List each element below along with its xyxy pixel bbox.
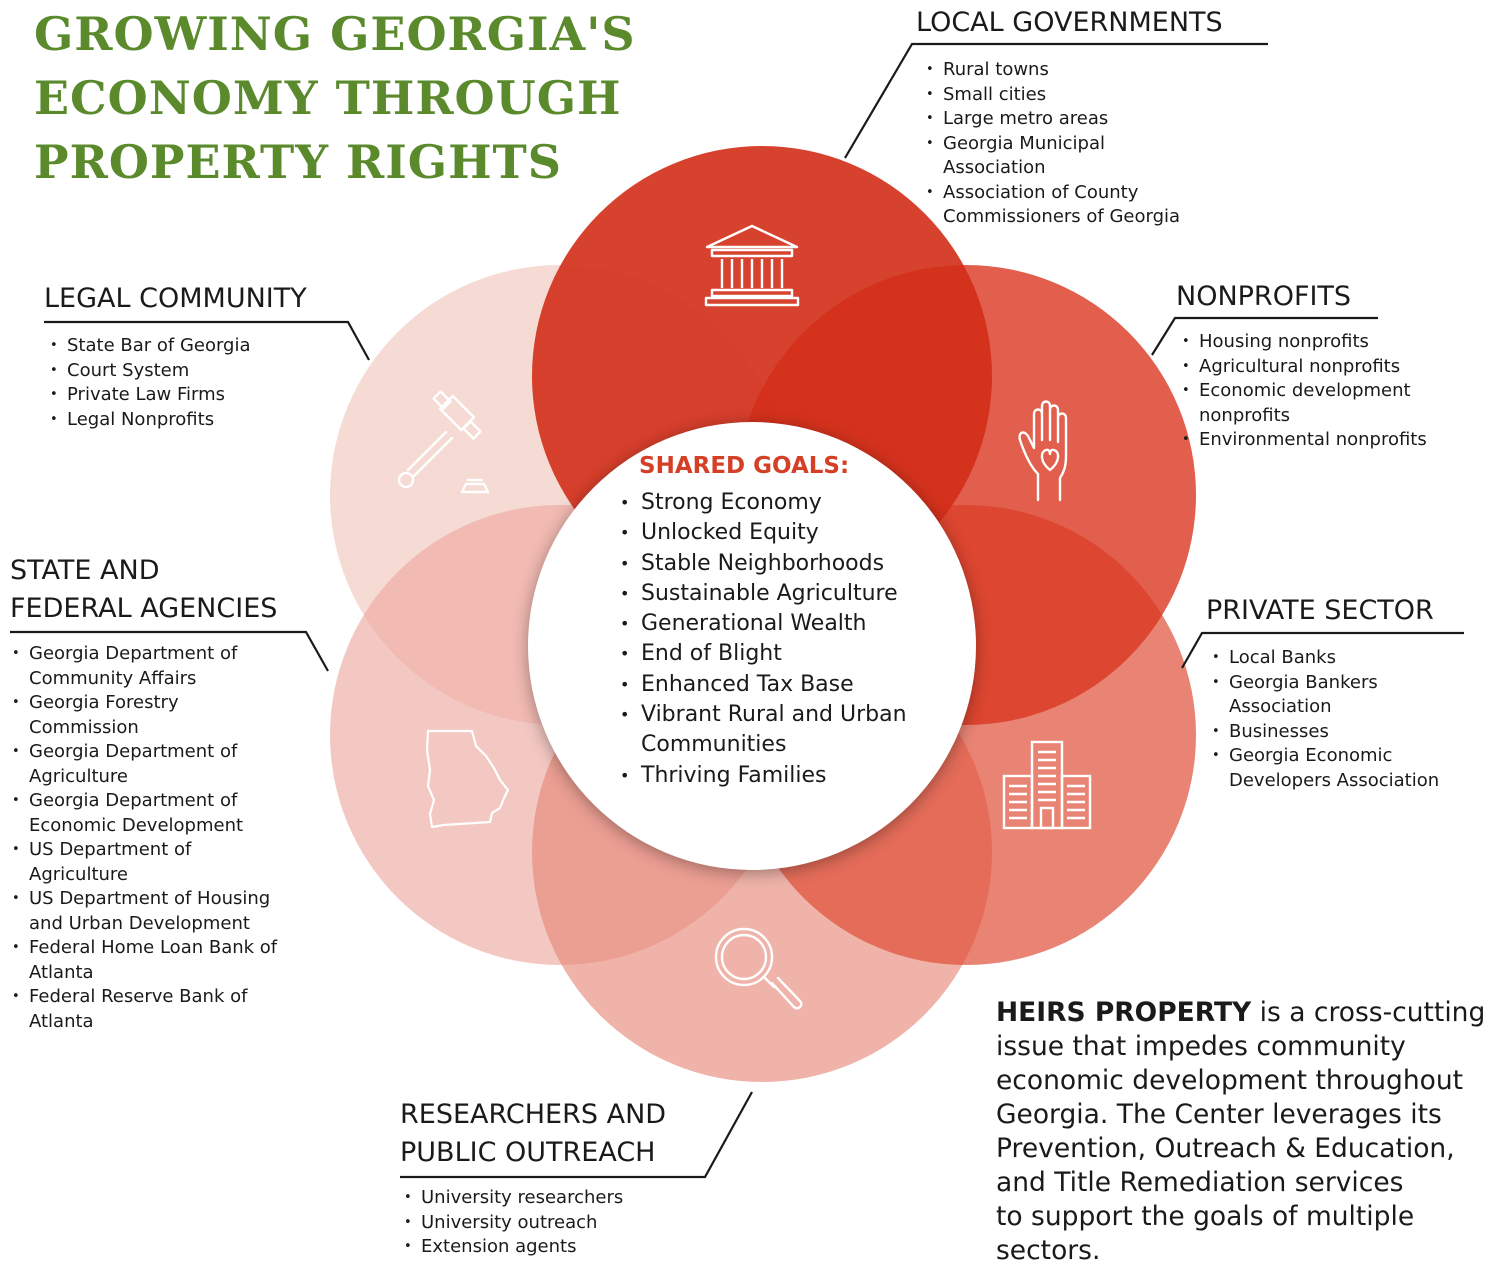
list-item: Local Banks [1208,646,1439,671]
page-title: GROWING GEORGIA'S ECONOMY THROUGH PROPER… [34,2,754,194]
goal-item: End of Blight [614,639,954,670]
shared-goals-title: SHARED GOALS: [639,453,850,479]
heirs-heading: HEIRS PROPERTY [996,997,1252,1028]
connector-nonprofits [1151,316,1378,356]
list-item: Georgia Municipal Association [922,132,1223,181]
title-line: GROWING GEORGIA'S [34,7,636,61]
goal-item: Enhanced Tax Base [614,670,954,701]
goal-item: Generational Wealth [614,609,954,640]
section-local-governments: LOCAL GOVERNMENTS Rural towns Small citi… [916,4,1223,230]
heirs-line: Prevention, Outreach & Education, [996,1133,1455,1164]
heirs-line: sectors. [996,1235,1101,1266]
goal-item: Unlocked Equity [614,518,954,549]
section-private-sector: PRIVATE SECTOR Local Banks Georgia Banke… [1206,592,1439,793]
heirs-property-paragraph: HEIRS PROPERTY is a cross-cutting issue … [996,996,1496,1268]
section-title: NONPROFITS [1176,281,1352,312]
list-item: Housing nonprofits [1178,330,1427,355]
section-title: PRIVATE SECTOR [1206,595,1434,626]
shared-goals-circle: SHARED GOALS: Strong Economy Unlocked Eq… [528,422,976,870]
list-item: Agricultural nonprofits [1178,355,1427,380]
goal-item: Strong Economy [614,488,954,519]
list-item: US Department of Agriculture [8,838,277,887]
heirs-line: Georgia. The Center leverages its [996,1099,1442,1130]
section-legal: LEGAL COMMUNITY State Bar of Georgia Cou… [44,280,307,432]
list-item: Federal Reserve Bank of Atlanta [8,985,277,1034]
list-item: Georgia Bankers Association [1208,671,1439,720]
item-list: Georgia Department of Community Affairs … [8,642,277,1034]
section-state-federal: STATE AND FEDERAL AGENCIES Georgia Depar… [10,552,277,1034]
list-item: Legal Nonprofits [46,408,307,433]
office-buildings-icon [1002,740,1092,830]
connector-researchers [400,1091,753,1179]
magnifying-glass-icon [714,927,803,1010]
hand-heart-icon [1018,400,1068,502]
shared-goals-list: Strong Economy Unlocked Equity Stable Ne… [614,488,954,791]
list-item: Large metro areas [922,107,1223,132]
item-list: University researchers University outrea… [400,1186,666,1260]
goal-item: Vibrant Rural and Urban Communities [614,700,954,761]
list-item: Extension agents [400,1235,666,1260]
section-title-line: PUBLIC OUTREACH [400,1137,656,1168]
heirs-line: to support the goals of multiple [996,1201,1415,1232]
shared-goals-content: SHARED GOALS: Strong Economy Unlocked Eq… [614,450,954,791]
list-item: Small cities [922,83,1223,108]
heirs-line: economic development throughout [996,1065,1464,1096]
list-item: Economic development nonprofits [1178,379,1427,428]
list-item: Georgia Department of Economic Developme… [8,789,277,838]
item-list: State Bar of Georgia Court System Privat… [46,334,307,432]
heirs-line: and Title Remediation services [996,1167,1404,1198]
section-title-line: STATE AND [10,555,160,586]
connector-lines [10,42,1464,1179]
goal-item: Stable Neighborhoods [614,549,954,580]
title-line: ECONOMY THROUGH [34,71,622,125]
courthouse-icon [704,224,800,307]
list-item: Court System [46,359,307,384]
list-item: Georgia Economic Developers Association [1208,744,1439,793]
gavel-icon [397,390,490,494]
list-item: Rural towns [922,58,1223,83]
section-title-line: RESEARCHERS AND [400,1099,667,1130]
list-item: Federal Home Loan Bank of Atlanta [8,936,277,985]
list-item: Environmental nonprofits [1178,428,1427,453]
item-list: Local Banks Georgia Bankers Association … [1208,646,1439,793]
connector-legal [44,320,370,361]
section-nonprofits: NONPROFITS Housing nonprofits Agricultur… [1176,278,1427,453]
list-item: University researchers [400,1186,666,1211]
goal-item: Sustainable Agriculture [614,579,954,610]
section-researchers: RESEARCHERS AND PUBLIC OUTREACH Universi… [400,1096,666,1260]
list-item: Private Law Firms [46,383,307,408]
goal-item: Thriving Families [614,761,954,792]
heirs-line: HEIRS PROPERTY is a cross-cutting [996,996,1496,1030]
list-item: Georgia Department of Community Affairs [8,642,277,691]
section-title: LOCAL GOVERNMENTS [916,7,1223,38]
list-item: Georgia Department of Agriculture [8,740,277,789]
list-item: US Department of Housing and Urban Devel… [8,887,277,936]
list-item: Georgia Forestry Commission [8,691,277,740]
item-list: Rural towns Small cities Large metro are… [922,58,1223,230]
section-title-line: FEDERAL AGENCIES [10,593,278,624]
list-item: State Bar of Georgia [46,334,307,359]
heirs-line: issue that impedes community [996,1031,1406,1062]
section-title: LEGAL COMMUNITY [44,283,307,314]
item-list: Housing nonprofits Agricultural nonprofi… [1178,330,1427,453]
georgia-map-icon [425,729,510,829]
connector-private-sector [1181,631,1464,669]
connector-state-federal [10,630,329,672]
heirs-text: is a cross-cutting [1251,997,1486,1028]
list-item: Association of County Commissioners of G… [922,181,1223,230]
title-line: PROPERTY RIGHTS [34,135,562,189]
list-item: University outreach [400,1211,666,1236]
list-item: Businesses [1208,720,1439,745]
connector-local-governments [844,42,1268,159]
